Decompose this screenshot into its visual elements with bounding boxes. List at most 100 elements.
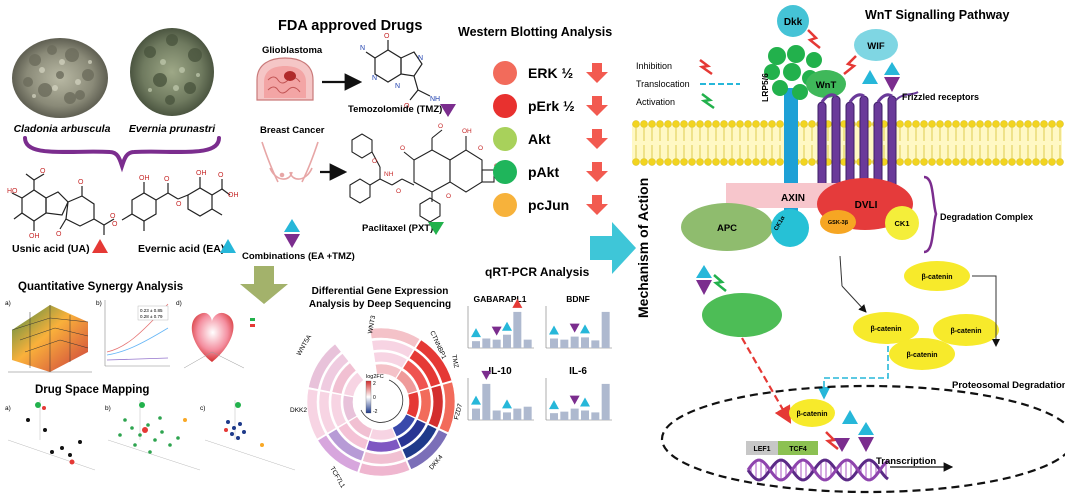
synergy-panel-a: a) — [5, 300, 92, 373]
svg-text:O: O — [78, 179, 84, 186]
combinations-label: Combinations (EA +TMZ) — [242, 251, 355, 262]
qrt-bar — [581, 337, 589, 348]
gene-label-tmz: TMZ — [450, 354, 459, 368]
synergy-b-value-2: 0.28 ± 0.79 — [140, 314, 163, 319]
tcf4-box — [778, 441, 818, 455]
nuclear-beta-catenin — [789, 399, 835, 427]
wif-label: WIF — [867, 41, 885, 52]
apc-label: APC — [717, 223, 737, 234]
qrt-bar — [492, 410, 501, 420]
circos-segment — [402, 359, 430, 391]
svg-text:O: O — [384, 33, 390, 40]
nucleus-diamond-icon — [858, 422, 874, 452]
svg-text:OH: OH — [462, 128, 472, 135]
wnt-diamond-icon — [884, 62, 900, 92]
qrt-chart-label: IL-6 — [569, 366, 587, 377]
circos-segment — [369, 327, 421, 348]
western-item: Akt — [493, 127, 608, 151]
wif-ellipse — [854, 29, 898, 61]
qrt-bar — [503, 412, 511, 420]
circos-segment — [306, 388, 327, 440]
lrp-label: LRP5/6 — [760, 73, 770, 102]
glioblastoma-label: Glioblastoma — [262, 45, 323, 56]
lichen-evernia-image — [130, 28, 214, 116]
western-item-dot — [493, 193, 517, 217]
western-item-label: pAkt — [528, 164, 559, 180]
circos-segment — [415, 339, 453, 384]
inhibition-bolt-icon — [698, 59, 713, 76]
gene-label-dkk2: DKK2 — [290, 407, 307, 414]
lichen-cladonia-image — [12, 38, 108, 118]
wnt-title: WnT Signalling Pathway — [865, 8, 1010, 22]
lichen-brace — [23, 136, 221, 173]
dkk-label: Dkk — [784, 17, 803, 28]
proteosomal-arrow — [972, 275, 1000, 347]
qrt-triangle-marker — [512, 298, 523, 308]
circos-segment — [374, 363, 402, 379]
catenin-translocation-arrow — [817, 346, 889, 400]
breast-cancer-label: Breast Cancer — [260, 125, 325, 136]
beta-catenin-3-label: β-catenin — [950, 328, 981, 335]
usnic-acid-red-triangle — [92, 239, 108, 253]
drug-space-panel-b: b) — [105, 400, 201, 471]
apc-ellipse — [681, 203, 773, 251]
qrt-bar — [570, 408, 579, 420]
beta-catenin-4-label: β-catenin — [906, 352, 937, 359]
western-item: ERK ½ — [493, 61, 608, 85]
svg-text:O: O — [110, 213, 116, 220]
gsk3b-ellipse — [820, 210, 856, 234]
qrt-bar — [560, 411, 569, 420]
svg-text:O: O — [112, 221, 118, 228]
synergy-panel-a-label: a) — [5, 300, 11, 307]
qrt-bar — [523, 406, 532, 420]
legend-inhibition: Inhibition — [636, 61, 672, 71]
wnt-ligand-label: WnT — [816, 80, 837, 91]
circos-segment — [427, 384, 444, 429]
circos-segment — [327, 428, 365, 462]
western-item-dot — [493, 94, 517, 118]
qrt-bar — [513, 408, 522, 420]
degradation-complex-label: Degradation Complex — [940, 212, 1033, 222]
evernic-acid-structure — [121, 177, 231, 231]
ctnbp1-diamond-icon — [696, 265, 712, 295]
gene-expression-circos — [306, 327, 456, 477]
gene-expression-title-2: Analysis by Deep Sequencing — [309, 299, 451, 310]
circos-segment — [396, 418, 427, 449]
svg-text:N: N — [418, 55, 423, 62]
down-arrow-icon — [586, 96, 608, 116]
circos-segment — [362, 449, 406, 465]
circos-segment — [331, 362, 357, 395]
qrt-bar — [601, 311, 610, 348]
circos-segment — [318, 390, 337, 434]
circos-segment — [348, 416, 373, 439]
down-arrow-icon — [586, 162, 608, 182]
svg-text:OH: OH — [228, 192, 239, 199]
circos-segment — [406, 391, 420, 419]
circos-segment — [369, 427, 397, 441]
ctnbp1-ellipse — [702, 293, 782, 337]
gene-expression-title-1: Differential Gene Expression — [312, 286, 449, 297]
circos-segment — [371, 339, 414, 359]
western-item-dot — [493, 61, 517, 85]
down-arrow-icon — [586, 63, 608, 83]
qrt-bar — [550, 338, 558, 348]
western-item-label: ERK ½ — [528, 65, 573, 81]
activation-bolt-icon — [700, 93, 715, 110]
qrt-chart: GABARAPL1 — [467, 294, 534, 349]
circos-inner-arc — [360, 379, 404, 423]
nucleus-purple-triangle — [834, 438, 850, 452]
circos-segment — [395, 369, 418, 395]
circos-segment — [408, 349, 441, 388]
qrt-bar — [492, 339, 501, 348]
western-item-label: pcJun — [528, 197, 569, 213]
qrt-triangle-marker — [502, 399, 512, 409]
dkk-inhibition-bolt-icon — [807, 29, 821, 49]
qrt-bar — [560, 339, 569, 348]
legend-activation: Activation — [636, 97, 675, 107]
drug-space-panel-a: a) — [5, 400, 96, 471]
qrt-triangle-marker — [580, 397, 590, 407]
gsk3b-label: GSK-3β — [828, 220, 849, 226]
drug-space-panel-b-label: b) — [105, 405, 111, 412]
ck1a-circle — [771, 209, 809, 247]
drug-space-panel-c-label: c) — [200, 405, 205, 412]
